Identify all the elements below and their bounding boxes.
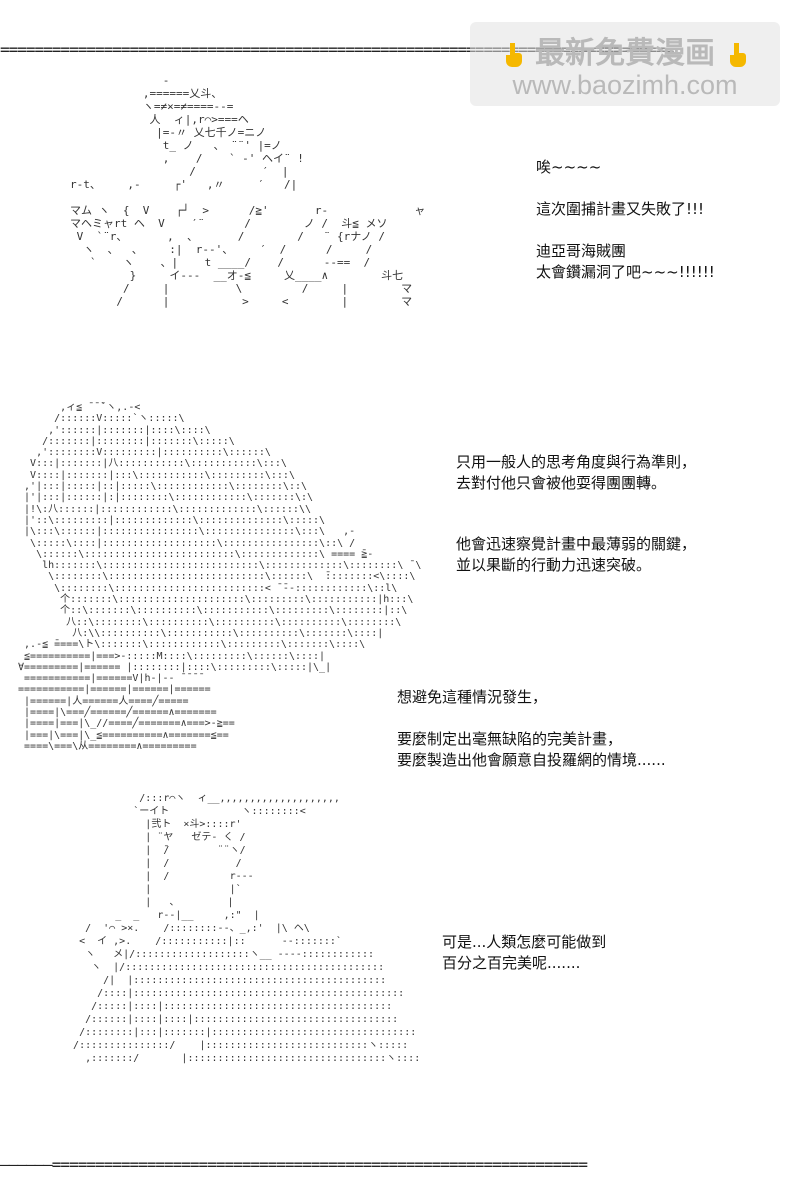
dialogue-line: 去對付他只會被他耍得團團轉。 bbox=[456, 474, 667, 492]
dialogue-line: 可是...人類怎麼可能做到 bbox=[442, 933, 607, 951]
panel4-dialogue: 可是...人類怎麼可能做到 百分之百完美呢....... bbox=[442, 932, 606, 974]
dialogue-line: 想避免這種情況發生， bbox=[397, 688, 548, 706]
dialogue-line: 他會迅速察覺計畫中最薄弱的關鍵， bbox=[456, 535, 697, 553]
dialogue-line: 唉~~~~ bbox=[536, 158, 602, 176]
dialogue-line: 要麼制定出毫無缺陷的完美計畫， bbox=[397, 730, 623, 748]
site-watermark: 最新免費漫画 www.baozimh.com bbox=[470, 22, 780, 106]
dialogue-line: 並以果斷的行動力迅速突破。 bbox=[456, 556, 652, 574]
watermark-title: 最新免費漫画 bbox=[535, 36, 715, 71]
dialogue-line: 要麼製造出他會願意自投羅網的情境...... bbox=[397, 751, 666, 769]
dialogue-line: 百分之百完美呢....... bbox=[442, 954, 581, 972]
panel1-ascii-art: - ,======乂斗、 ヽ=≠×=≠====--= 人 ィ|,r⌒>===ヘ … bbox=[70, 74, 426, 308]
bottom-divider-rule: ——————==================================… bbox=[0, 1157, 588, 1173]
watermark-title-row: 最新免費漫画 bbox=[470, 28, 780, 72]
pointing-hand-icon bbox=[505, 42, 522, 67]
panel3-dialogue: 想避免這種情況發生， 要麼制定出毫無缺陷的完美計畫， 要麼製造出他會願意自投羅網… bbox=[397, 687, 666, 771]
dialogue-line: 迪亞哥海賊團 bbox=[536, 242, 627, 260]
dialogue-line: 太會鑽漏洞了吧~~~!!!!!! bbox=[536, 263, 715, 281]
dialogue-line: 這次圍捕計畫又失敗了!!! bbox=[536, 200, 705, 218]
watermark-url: www.baozimh.com bbox=[512, 70, 738, 100]
dialogue-line: 只用一般人的思考角度與行為準則， bbox=[456, 453, 697, 471]
panel2-dialogue: 只用一般人的思考角度與行為準則， 去對付他只會被他耍得團團轉。 他會迅速察覺計畫… bbox=[456, 452, 696, 576]
pointing-hand-icon bbox=[730, 42, 747, 67]
panel3-ascii-art: /:::r⌒ヽ ィ__,,,,,,,,,,,,,,,,,,,, `ーイト ヽ::… bbox=[73, 793, 421, 1064]
panel1-dialogue: 唉~~~~ 這次圍捕計畫又失敗了!!! 迪亞哥海賊團 太會鑽漏洞了吧~~~!!!… bbox=[536, 157, 715, 283]
panel2-ascii-art: ,ィ≦ ̄ ̄ ̄`ヽ,.-< /::::::V:::::`ヽ:::::\ ,'… bbox=[18, 402, 422, 752]
